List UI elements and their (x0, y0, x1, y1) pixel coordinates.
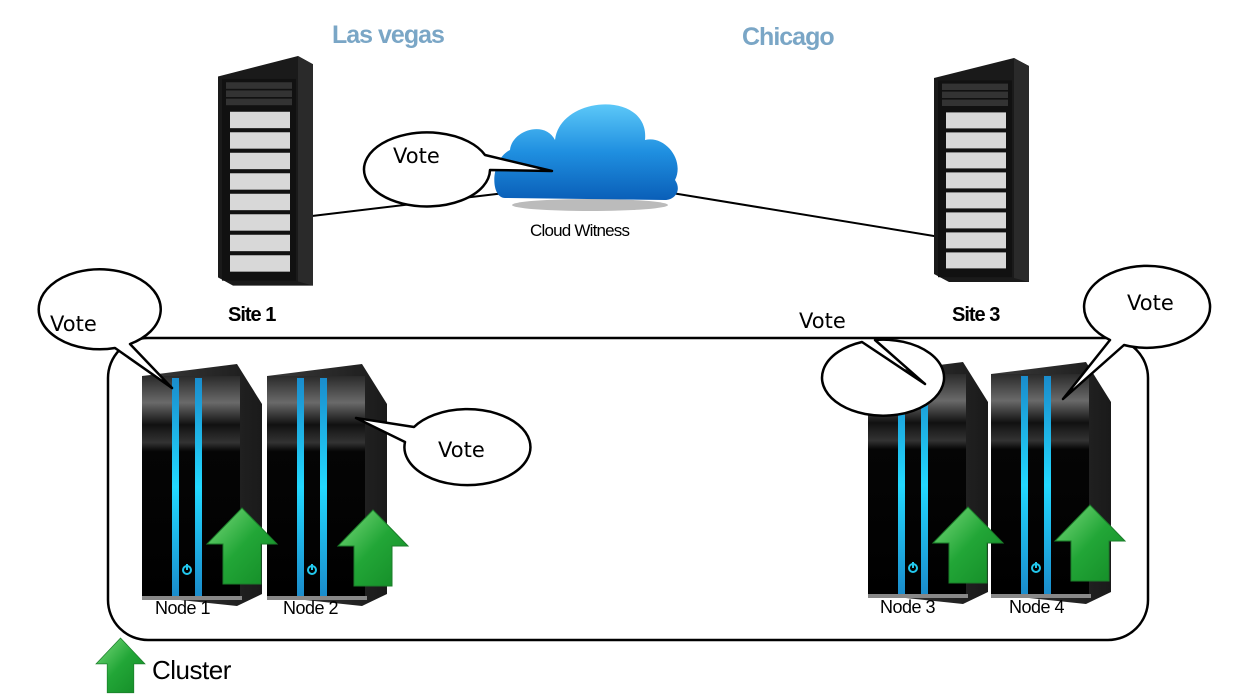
legend-cluster-label: Cluster (152, 655, 232, 685)
legend: Cluster (95, 637, 232, 694)
witness-vote-text: Vote (393, 144, 440, 168)
witness-vote-bubble: Vote (362, 131, 554, 208)
site-title-las-vegas: Las vegas (332, 21, 444, 49)
node1-vote-bubble: Vote (37, 268, 174, 390)
cluster-legend-arrow-icon (95, 637, 146, 694)
node3-label: Node 3 (880, 597, 936, 617)
node1-vote-text: Vote (50, 312, 97, 336)
node3-vote-bubble: Vote (799, 309, 946, 417)
cloud-witness-icon (494, 104, 678, 211)
node1-label: Node 1 (155, 598, 211, 618)
site1-rack-icon (218, 56, 313, 286)
link-cloud-site3 (671, 192, 941, 238)
node2-vote-bubble: Vote (354, 407, 532, 487)
node4-vote-text: Vote (1127, 291, 1174, 315)
node4-label: Node 4 (1009, 597, 1065, 617)
cluster-boundary (106, 336, 1150, 642)
site3-rack-icon (934, 58, 1029, 282)
site-title-chicago: Chicago (742, 23, 834, 51)
node4-vote-bubble: Vote (1061, 264, 1212, 401)
cloud-witness-label: Cloud Witness (530, 221, 629, 240)
site1-label: Site 1 (228, 304, 276, 326)
node2-label: Node 2 (283, 598, 339, 618)
node2-vote-text: Vote (438, 438, 485, 462)
site3-label: Site 3 (952, 304, 1000, 326)
node3-vote-text: Vote (799, 309, 846, 333)
